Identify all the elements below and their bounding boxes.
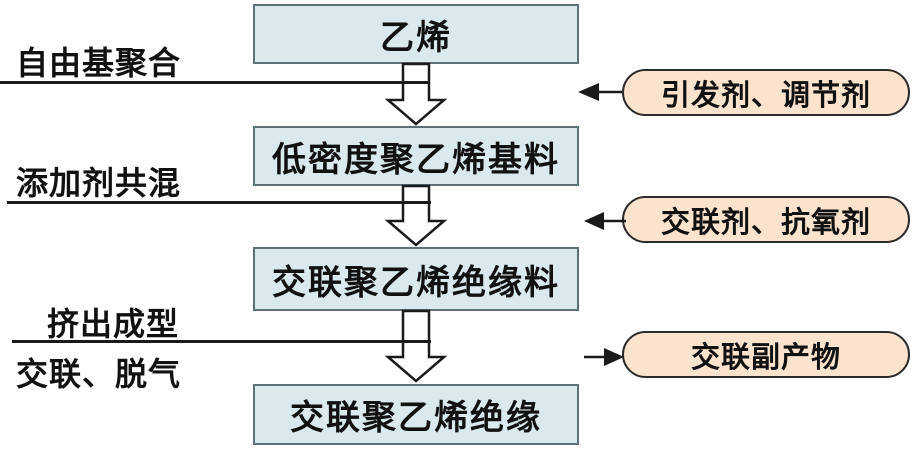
process-label-crosslink-degas: 交联、脱气 [16,356,182,392]
pill-crosslinker-antioxidant: 交联剂、抗氧剂 [622,196,910,243]
flow-box-xlpe-compound: 交联聚乙烯绝缘料 [253,247,579,311]
process-label-extrusion-molding: 挤出成型 [47,306,180,342]
down-block-arrow-icon [384,62,448,126]
process-step-line [7,201,431,204]
process-label-additive-blending: 添加剂共混 [16,165,182,201]
arrow-left-icon [578,83,622,101]
flow-box-ldpe-base: 低密度聚乙烯基料 [253,126,579,186]
pill-crosslink-byproduct: 交联副产物 [622,331,910,378]
arrow-right-icon [584,348,624,366]
down-block-arrow-icon [384,184,448,247]
pill-initiator-regulator: 引发剂、调节剂 [622,69,910,116]
flow-box-xlpe-insulation: 交联聚乙烯绝缘 [253,384,579,445]
process-label-free-radical-polymerization: 自由基聚合 [16,45,182,81]
down-block-arrow-icon [384,309,448,383]
process-step-line [0,81,430,84]
flow-box-ethylene: 乙烯 [253,4,579,64]
process-step-line [12,340,431,343]
arrow-left-icon [584,212,626,230]
